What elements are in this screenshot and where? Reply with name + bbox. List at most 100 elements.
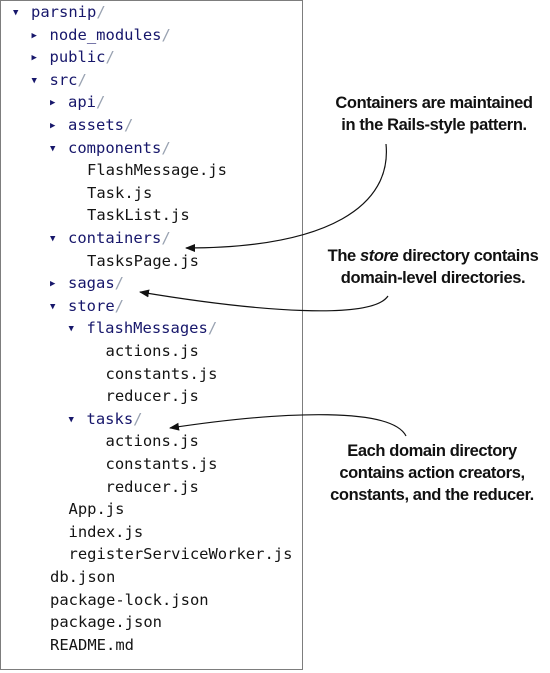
tree-file-row[interactable]: index.js (69, 521, 144, 543)
file-name: Task.js (87, 183, 153, 202)
file-name: package-lock.json (50, 590, 209, 609)
tree-folder-row[interactable]: ▶ api/ (50, 91, 105, 113)
containers-arrow (185, 143, 387, 252)
tree-folder-row[interactable]: ▼ store/ (50, 295, 124, 317)
tree-file-row[interactable]: constants.js (106, 363, 218, 385)
caret-right-icon[interactable]: ▶ (50, 98, 56, 109)
tree-folder-row[interactable]: ▼ containers/ (50, 227, 171, 249)
tree-folder-row[interactable]: ▼ tasks/ (69, 408, 143, 430)
file-name: reducer.js (105, 387, 199, 406)
domain-annotation: Each domain directory contains action cr… (314, 440, 550, 506)
store-annotation-line-2: domain-level directories. (340, 269, 526, 287)
file-name: reducer.js (105, 477, 199, 496)
file-tree-panel: ▼parsnip/▶node_modules/▶public/▼src/▶api… (0, 0, 303, 670)
domain-arrow (169, 414, 407, 437)
tree-folder-row[interactable]: ▼ components/ (50, 137, 171, 159)
folder-name: assets (68, 116, 124, 134)
folder-slash: / (161, 138, 171, 157)
file-name: constants.js (105, 364, 218, 383)
caret-right-icon[interactable]: ▶ (50, 279, 56, 290)
caret-right-icon[interactable]: ▶ (31, 30, 37, 41)
tree-file-row[interactable]: README.md (50, 634, 134, 656)
folder-slash: / (207, 319, 218, 338)
folder-name: containers (68, 229, 162, 247)
domain-annotation-line-2: contains action creators, (339, 464, 525, 482)
folder-slash: / (114, 274, 125, 293)
containers-annotation: Containers are maintained in the Rails-s… (318, 92, 550, 136)
file-name: FlashMessage.js (87, 161, 227, 180)
folder-name: components (68, 138, 162, 157)
tree-folder-row[interactable]: ▼ flashMessages/ (69, 317, 218, 339)
file-name: registerServiceWorker.js (68, 545, 293, 564)
containers-annotation-line-1: Containers are maintained (335, 94, 533, 112)
file-name: db.json (50, 568, 116, 586)
tree-file-row[interactable]: FlashMessage.js (87, 159, 227, 181)
tree-file-row[interactable]: App.js (69, 498, 125, 520)
folder-slash: / (161, 229, 171, 247)
caret-down-icon[interactable]: ▼ (50, 301, 56, 312)
tree-file-row[interactable]: package-lock.json (50, 589, 209, 611)
domain-annotation-line-3: constants, and the reducer. (330, 486, 534, 504)
folder-slash: / (77, 70, 87, 89)
tree-file-row[interactable]: actions.js (106, 340, 199, 362)
file-name: index.js (68, 522, 144, 541)
caret-down-icon[interactable]: ▼ (68, 414, 74, 425)
caret-right-icon[interactable]: ▶ (50, 121, 56, 131)
folder-name: api (68, 93, 96, 112)
tree-file-row[interactable]: TasksPage.js (87, 250, 199, 272)
file-name: TaskList.js (87, 206, 190, 225)
folder-name: tasks (86, 409, 134, 428)
tree-folder-row[interactable]: ▼ parsnip/ (13, 1, 106, 23)
caret-down-icon[interactable]: ▼ (31, 75, 37, 86)
tree-folder-row[interactable]: ▶ assets/ (50, 114, 133, 136)
tree-file-row[interactable]: Task.js (87, 182, 152, 204)
file-name: App.js (68, 500, 125, 519)
tree-file-row[interactable]: constants.js (106, 453, 218, 475)
store-arrow (139, 289, 389, 312)
tree-file-row[interactable]: registerServiceWorker.js (69, 543, 293, 565)
file-name: TasksPage.js (87, 251, 199, 270)
tree-folder-row[interactable]: ▶ node_modules/ (32, 24, 171, 46)
store-annotation-emphasis: store (359, 247, 399, 265)
caret-down-icon[interactable]: ▼ (13, 8, 19, 18)
folder-slash: / (96, 93, 106, 112)
tree-file-row[interactable]: TaskList.js (87, 204, 190, 226)
tree-file-row[interactable]: package.json (50, 611, 162, 633)
folder-name: sagas (68, 274, 115, 293)
containers-annotation-line-2: in the Rails-style pattern. (341, 116, 527, 134)
folder-slash: / (114, 296, 125, 315)
folder-name: src (49, 70, 78, 89)
folder-name: store (68, 296, 115, 315)
tree-file-row[interactable]: actions.js (106, 430, 199, 452)
folder-slash: / (161, 25, 171, 44)
caret-right-icon[interactable]: ▶ (31, 53, 37, 64)
file-name: actions.js (105, 342, 199, 360)
caret-down-icon[interactable]: ▼ (50, 143, 56, 154)
folder-slash: / (133, 409, 143, 428)
tree-file-row[interactable]: db.json (50, 566, 115, 588)
folder-slash: / (96, 3, 106, 21)
store-annotation-prefix: The (327, 247, 360, 265)
file-name: package.json (50, 613, 162, 632)
domain-annotation-line-1: Each domain directory (347, 442, 517, 460)
caret-down-icon[interactable]: ▼ (50, 234, 56, 244)
tree-file-row[interactable]: reducer.js (106, 385, 199, 407)
file-name: README.md (50, 635, 134, 654)
folder-name: flashMessages (86, 319, 208, 338)
tree-folder-row[interactable]: ▼ src/ (32, 69, 87, 91)
file-name: actions.js (105, 432, 199, 451)
store-annotation-line-1: The store directory contains (316, 245, 550, 267)
file-name: constants.js (105, 455, 218, 473)
caret-down-icon[interactable]: ▼ (68, 324, 74, 335)
folder-slash: / (105, 48, 115, 67)
tree-folder-row[interactable]: ▶ public/ (32, 46, 115, 68)
tree-folder-row[interactable]: ▶ sagas/ (50, 272, 124, 294)
folder-slash: / (124, 116, 134, 134)
store-annotation-suffix: directory contains (398, 247, 539, 265)
store-annotation: The store directory contains domain-leve… (316, 245, 550, 289)
folder-name: parsnip (31, 3, 97, 21)
tree-file-row[interactable]: reducer.js (106, 476, 199, 498)
folder-name: node_modules (49, 25, 162, 44)
folder-name: public (49, 48, 106, 67)
